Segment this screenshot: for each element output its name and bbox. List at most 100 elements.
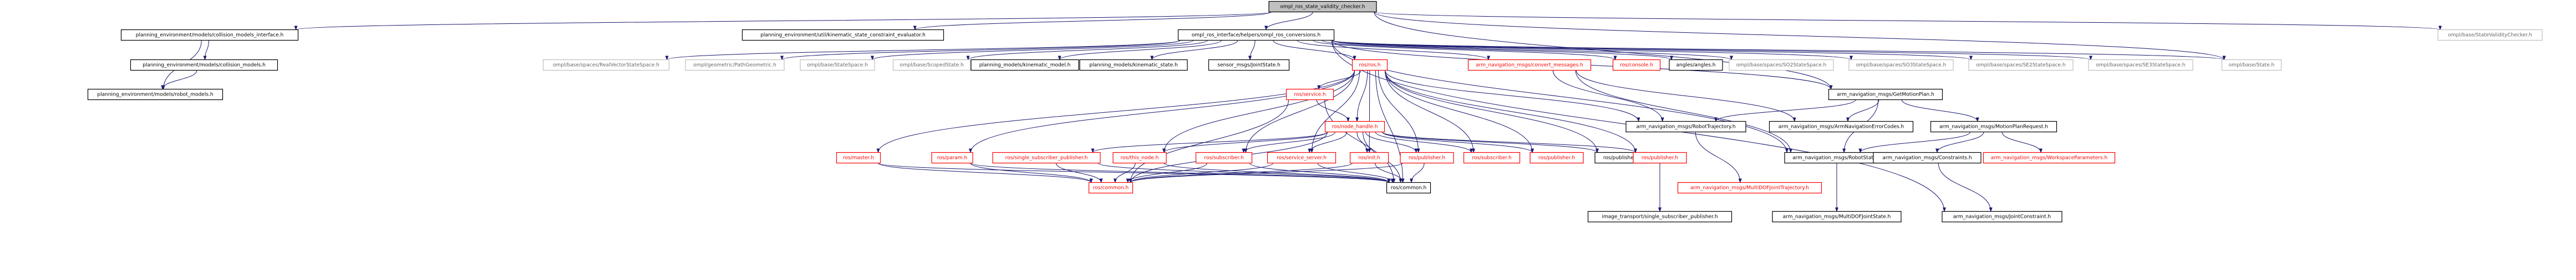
edge-rosssp-to-roscommon1 bbox=[1055, 163, 1103, 183]
edge-gmp-to-anmpr bbox=[1901, 99, 1979, 122]
edge-anmpr-to-anwsp bbox=[2001, 132, 2042, 153]
edge-rosros-to-rospub1 bbox=[1378, 70, 1420, 153]
node-rosss[interactable]: ros/service_server.h bbox=[1267, 152, 1337, 164]
node-so3[interactable]: ompl/base/spaces/SO3StateSpace.h bbox=[1848, 59, 1954, 71]
node-label: arm_navigation_msgs/MotionPlanRequest.h bbox=[1939, 124, 2048, 130]
node-orc[interactable]: ompl_ros_interface/helpers/ompl_ros_conv… bbox=[1177, 29, 1335, 41]
node-ancons[interactable]: arm_navigation_msgs/Constraints.h bbox=[1873, 152, 1981, 164]
edge-orc-to-angles bbox=[1322, 40, 1673, 61]
node-box bbox=[892, 59, 971, 71]
node-box bbox=[1828, 88, 1943, 101]
edge-pe_cm-to-pe_rm bbox=[161, 70, 197, 90]
node-label: planning_environment/models/collision_mo… bbox=[143, 63, 266, 68]
node-se3[interactable]: ompl/base/spaces/SE3StateSpace.h bbox=[2088, 59, 2193, 71]
node-anmdjs[interactable]: arm_navigation_msgs/MultiDOFJointState.h bbox=[1772, 211, 1902, 223]
node-rosconsole[interactable]: ros/console.h bbox=[1612, 59, 1661, 71]
node-box bbox=[1677, 182, 1822, 194]
node-anmcm[interactable]: arm_navigation_msgs/convert_messages.h bbox=[1467, 59, 1592, 71]
node-ss[interactable]: ompl/base/StateSpace.h bbox=[800, 59, 875, 71]
edge-rosnh-to-rospub3 bbox=[1382, 132, 1599, 153]
node-label: ros/ros.h bbox=[1359, 63, 1381, 68]
node-pe_cmi[interactable]: planning_environment/models/collision_mo… bbox=[120, 29, 299, 41]
node-rosservice[interactable]: ros/service.h bbox=[1286, 88, 1334, 101]
node-itssp[interactable]: image_transport/single_subscriber_publis… bbox=[1587, 211, 1732, 223]
node-label: arm_navigation_msgs/JointConstraint.h bbox=[1953, 214, 2051, 220]
node-rosros[interactable]: ros/ros.h bbox=[1351, 59, 1388, 71]
node-label: ompl/base/StateSpace.h bbox=[807, 63, 868, 68]
node-rosthis[interactable]: ros/this_node.h bbox=[1112, 152, 1167, 164]
node-roscommon2[interactable]: ros/common.h bbox=[1386, 182, 1431, 194]
node-box bbox=[1195, 152, 1253, 164]
node-smjs[interactable]: sensor_msgs/JointState.h bbox=[1208, 59, 1290, 71]
node-pmkm[interactable]: planning_models/kinematic_model.h bbox=[971, 59, 1079, 71]
edge-rosros-to-rospub2 bbox=[1385, 70, 1534, 153]
edge-root-to-gmp bbox=[1374, 12, 1833, 90]
node-pe_kse[interactable]: planning_environment/util/kinematic_stat… bbox=[741, 29, 944, 41]
node-pg[interactable]: ompl/geometric/PathGeometric.h bbox=[685, 59, 785, 71]
node-anec[interactable]: arm_navigation_msgs/ArmNavigationErrorCo… bbox=[1769, 121, 1914, 133]
node-label: ros/common.h bbox=[1391, 186, 1427, 191]
edge-rosinit-to-roscommon2 bbox=[1375, 163, 1405, 183]
node-anmdjt[interactable]: arm_navigation_msgs/MultiDOFJointTraject… bbox=[1677, 182, 1822, 194]
edge-rosservice-to-roscommon2 bbox=[1324, 99, 1396, 183]
node-label: ros/service_server.h bbox=[1277, 156, 1327, 161]
edge-rosnh-to-rossub2 bbox=[1375, 132, 1473, 153]
node-svc[interactable]: ompl/base/StateValidityChecker.h bbox=[2437, 29, 2543, 41]
node-anrt[interactable]: arm_navigation_msgs/RobotTrajectory.h bbox=[1625, 121, 1746, 133]
node-so2[interactable]: ompl/base/spaces/SO2StateSpace.h bbox=[1729, 59, 1834, 71]
node-label: ros/param.h bbox=[937, 156, 968, 161]
node-label: arm_navigation_msgs/Constraints.h bbox=[1882, 156, 1972, 161]
node-label: ompl/base/State.h bbox=[2229, 63, 2274, 68]
node-rosssp[interactable]: ros/single_subscriber_publisher.h bbox=[992, 152, 1101, 164]
node-rvss[interactable]: ompl/base/spaces/RealVectorStateSpace.h bbox=[542, 59, 670, 71]
edge-rosros-to-anrt bbox=[1385, 70, 1640, 122]
edge-orc-to-se3 bbox=[1332, 40, 2092, 61]
node-gmp[interactable]: arm_navigation_msgs/GetMotionPlan.h bbox=[1828, 88, 1943, 101]
node-label: planning_environment/util/kinematic_stat… bbox=[760, 33, 926, 38]
node-rosmaster[interactable]: ros/master.h bbox=[836, 152, 881, 164]
node-label: ros/subscriber.h bbox=[1204, 156, 1243, 161]
edge-root-to-pe_kse bbox=[913, 12, 1272, 31]
node-label: arm_navigation_msgs/WorkspaceParameters.… bbox=[1991, 156, 2108, 161]
node-root[interactable]: ompl_ros_state_validity_checker.h bbox=[1268, 1, 1377, 13]
node-box bbox=[2437, 29, 2543, 41]
node-box bbox=[1848, 59, 1954, 71]
edge-rospub1-to-roscommon2 bbox=[1409, 163, 1425, 183]
node-pe_rm[interactable]: planning_environment/models/robot_models… bbox=[87, 88, 223, 101]
node-roscommon1[interactable]: ros/common.h bbox=[1088, 182, 1134, 194]
node-rosinit[interactable]: ros/init.h bbox=[1349, 152, 1389, 164]
node-anwsp[interactable]: arm_navigation_msgs/WorkspaceParameters.… bbox=[1983, 152, 2116, 164]
node-label: ompl/base/StateValidityChecker.h bbox=[2448, 33, 2532, 38]
node-pe_cm[interactable]: planning_environment/models/collision_mo… bbox=[130, 59, 278, 71]
node-rosparam[interactable]: ros/param.h bbox=[931, 152, 973, 164]
edge-orc-to-rvss bbox=[665, 40, 1181, 61]
node-rospub4[interactable]: ros/publisher.h bbox=[1633, 152, 1687, 164]
node-rospub1[interactable]: ros/publisher.h bbox=[1400, 152, 1454, 164]
edge-orc-to-so2 bbox=[1332, 40, 1733, 61]
edge-orc-to-pmkm bbox=[1058, 40, 1222, 61]
node-anjc[interactable]: arm_navigation_msgs/JointConstraint.h bbox=[1942, 211, 2062, 223]
edge-rosmaster-to-roscommon1 bbox=[878, 163, 1093, 183]
node-rossub1[interactable]: ros/subscriber.h bbox=[1195, 152, 1253, 164]
edge-orc-to-anmcm bbox=[1297, 40, 1490, 61]
node-anmpr[interactable]: arm_navigation_msgs/MotionPlanRequest.h bbox=[1930, 121, 2057, 133]
node-rossub2[interactable]: ros/subscriber.h bbox=[1463, 152, 1521, 164]
edge-rosnh-to-rospub4 bbox=[1382, 132, 1637, 153]
node-angles[interactable]: angles/angles.h bbox=[1669, 59, 1723, 71]
node-label: ros/publisher.h bbox=[1642, 156, 1678, 161]
node-label: arm_navigation_msgs/ArmNavigationErrorCo… bbox=[1779, 124, 1904, 130]
edge-gmp-to-anrt bbox=[1714, 99, 1856, 122]
edge-rosss-to-roscommon2 bbox=[1317, 163, 1394, 183]
node-box bbox=[1467, 59, 1592, 71]
node-rosnh[interactable]: ros/node_handle.h bbox=[1324, 121, 1385, 133]
node-rospub2[interactable]: ros/publisher.h bbox=[1530, 152, 1584, 164]
node-scs[interactable]: ompl/base/ScopedState.h bbox=[892, 59, 971, 71]
node-pmks[interactable]: planning_models/kinematic_state.h bbox=[1079, 59, 1188, 71]
node-box bbox=[1873, 152, 1981, 164]
node-label: planning_environment/models/collision_mo… bbox=[136, 33, 283, 38]
node-se2[interactable]: ompl/base/spaces/SE2StateSpace.h bbox=[1968, 59, 2074, 71]
edge-rosnh-to-rossub1 bbox=[1242, 132, 1336, 153]
edge-orc-to-ss bbox=[871, 40, 1194, 61]
node-box bbox=[2221, 59, 2282, 71]
node-state[interactable]: ompl/base/State.h bbox=[2221, 59, 2282, 71]
